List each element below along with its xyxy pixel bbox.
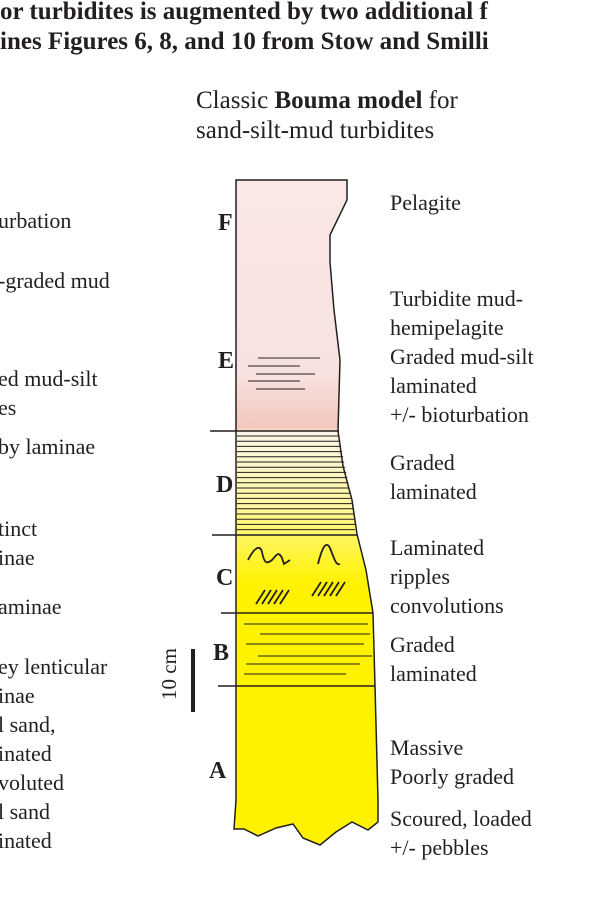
division-letter-b: B [213, 640, 230, 666]
left-label-10: inae [0, 683, 35, 708]
division-c-description-3: convolutions [390, 593, 504, 618]
title-suffix: for [422, 87, 458, 114]
division-d-description-1: Graded [390, 450, 455, 475]
hatch-a-3 [267, 589, 278, 605]
division-letter-e: E [218, 348, 235, 374]
left-label-4: es [0, 395, 17, 420]
hatch-a-2 [261, 589, 272, 605]
left-label-11: l sand, [0, 712, 56, 737]
division-f-description-1: Pelagite [390, 190, 461, 215]
division-a-description-2: Poorly graded [390, 764, 515, 789]
scale-bar-label: 10 cm [157, 648, 181, 700]
division-e-description-1: Turbidite mud- [390, 286, 524, 311]
left-label-13: voluted [0, 770, 64, 795]
caption-line-2: ines Figures 6, 8, and 10 from Stow and … [0, 28, 489, 55]
ripple-mark-2 [317, 543, 341, 566]
title-prefix: Classic [196, 87, 275, 114]
division-d-description-2: laminated [390, 479, 477, 504]
cross-lamination [255, 581, 346, 605]
hatch-a-4 [273, 589, 284, 605]
lamination-lines [210, 357, 375, 687]
left-label-5: by laminae [0, 434, 96, 459]
division-letter-d: D [216, 472, 234, 498]
diagram-title: Classic Bouma model for [196, 86, 458, 116]
hatch-b-3 [323, 581, 334, 597]
ripple-marks [247, 543, 341, 566]
title-bold: Bouma model [274, 87, 423, 114]
left-label-3: ed mud-silt [0, 366, 98, 391]
division-e-description-3: Graded mud-silt [390, 344, 534, 369]
caption-line-1: or turbidites is augmented by two additi… [0, 0, 488, 25]
division-e-description-5: +/- bioturbation [390, 402, 529, 427]
division-letter-a: A [209, 758, 227, 784]
left-label-1: urbation [0, 208, 72, 233]
hatch-b-4 [329, 581, 340, 597]
division-a-description-3: Scoured, loaded [390, 806, 532, 831]
left-label-12: inated [0, 741, 52, 766]
division-b-description-2: laminated [390, 661, 477, 686]
hatch-b-5 [335, 581, 346, 597]
division-c-description-2: ripples [390, 564, 450, 589]
hatch-a-5 [279, 589, 290, 605]
left-label-2: -graded mud [0, 268, 110, 293]
hatch-b-2 [317, 581, 328, 597]
division-c-description-1: Laminated [390, 535, 485, 560]
hatch-a-1 [255, 589, 266, 605]
division-e-description-4: laminated [390, 373, 477, 398]
ripple-mark-1 [247, 546, 291, 566]
left-label-14: l sand [0, 799, 50, 824]
left-label-6: tinct [0, 516, 38, 541]
left-label-9: ey lenticular [0, 654, 108, 679]
division-a-description-1: Massive [390, 735, 464, 760]
left-label-7: inae [0, 545, 35, 570]
division-letter-f: F [218, 210, 233, 236]
hatch-b-1 [311, 581, 322, 597]
left-label-8: aminae [0, 594, 62, 619]
division-a-description-4: +/- pebbles [390, 835, 489, 860]
diagram-subtitle: sand-silt-mud turbidites [196, 117, 435, 144]
sediment-column [233, 179, 379, 846]
division-e-description-2: hemipelagite [390, 315, 504, 340]
division-b-description-1: Graded [390, 632, 455, 657]
left-label-15: inated [0, 828, 52, 853]
division-letter-c: C [216, 565, 234, 591]
